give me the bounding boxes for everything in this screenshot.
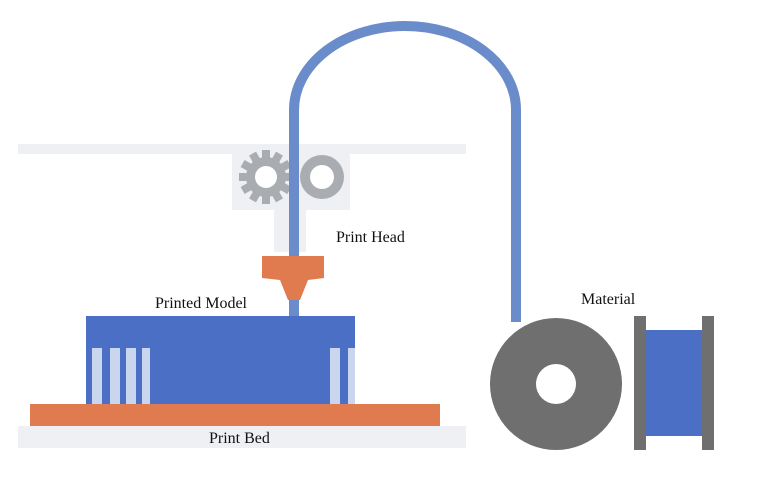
label-print-head: Print Head bbox=[336, 229, 405, 246]
drive-gear-icon bbox=[239, 150, 293, 204]
spool-side-view bbox=[634, 316, 714, 450]
support-column bbox=[142, 348, 150, 404]
spool-icon bbox=[490, 318, 622, 450]
support-column bbox=[92, 348, 102, 404]
support-column bbox=[110, 348, 120, 404]
support-column bbox=[136, 348, 142, 404]
printed-model bbox=[86, 316, 355, 404]
support-column bbox=[330, 348, 340, 404]
support-column bbox=[348, 348, 355, 404]
print-bed-plate bbox=[30, 404, 440, 426]
support-column bbox=[102, 348, 110, 404]
filament-strand bbox=[289, 21, 521, 322]
model-body bbox=[150, 348, 330, 404]
support-column bbox=[120, 348, 126, 404]
label-print-bed: Print Bed bbox=[209, 430, 270, 447]
print-head-nozzle bbox=[262, 256, 324, 300]
label-printed-model: Printed Model bbox=[155, 295, 248, 312]
support-column bbox=[86, 348, 92, 404]
print-bed-base bbox=[18, 426, 466, 448]
support-column bbox=[126, 348, 136, 404]
idler-wheel-icon bbox=[300, 155, 344, 199]
label-material: Material bbox=[581, 291, 636, 308]
gantry-rail bbox=[18, 144, 466, 154]
support-column bbox=[340, 348, 348, 404]
model-top-layer bbox=[86, 316, 355, 348]
